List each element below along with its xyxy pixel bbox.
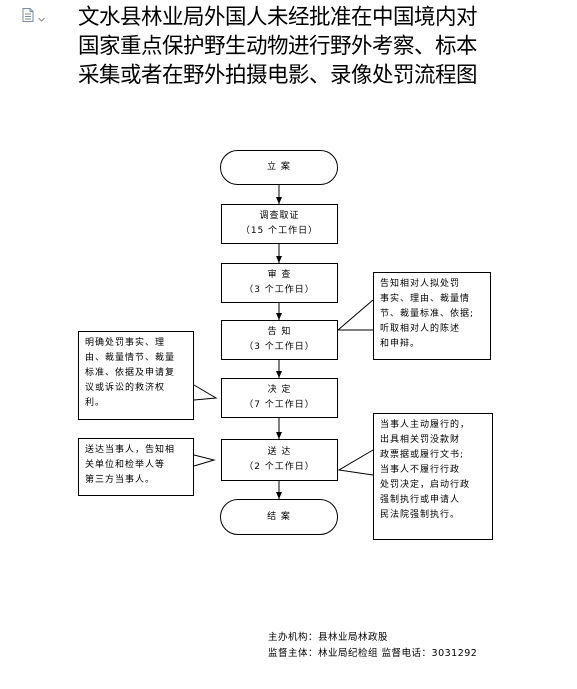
- note-line: 听取相对人的陈述: [380, 324, 461, 334]
- flow-end-label: 结 案: [267, 511, 291, 522]
- callout-notify-right: [336, 299, 374, 331]
- step-days: （15 个工作日）: [240, 226, 319, 236]
- note-line: 由、裁量情节、裁量: [85, 353, 176, 363]
- callout-deliver-left: [193, 454, 216, 467]
- flow-step-review: 审 查 （3 个工作日）: [221, 263, 338, 303]
- step-label: 调查取证: [259, 211, 300, 221]
- note-line: 处罚决定，启动行政: [380, 480, 471, 490]
- flow-step-notify: 告 知 （3 个工作日）: [221, 320, 338, 360]
- chevron-down-icon[interactable]: [38, 7, 45, 26]
- page-title: 文水县林业局外国人未经批准在中国境内对 国家重点保护野生动物进行野外考察、标本 …: [78, 3, 508, 90]
- title-line-2: 国家重点保护野生动物进行野外考察、标本: [78, 34, 478, 59]
- note-line: 出具相关罚没款财: [380, 435, 461, 445]
- note-line: 利。: [85, 398, 106, 408]
- note-line: 和申辩。: [380, 339, 421, 349]
- note-line: 明确处罚事实、理: [85, 338, 166, 348]
- footer-supervisor: 监督主体：林业局纪检组 监督电话：3031292: [268, 648, 478, 659]
- note-line: 关单位和检举人等: [85, 460, 166, 470]
- callout-decide-left: [193, 384, 218, 401]
- note-line: 议或诉讼的救济权: [85, 383, 166, 393]
- note-line: 送达当事人，告知相: [85, 445, 176, 455]
- note-line: 强制执行或申请人: [380, 495, 461, 505]
- note-line: 第三方当事人。: [85, 475, 156, 485]
- callout-execute-right: [337, 449, 374, 476]
- flow-step-deliver: 送 达 （2 个工作日）: [221, 439, 338, 481]
- note-deliver: 送达当事人，告知相 关单位和检举人等 第三方当事人。: [78, 438, 194, 496]
- document-toolbar[interactable]: [22, 7, 50, 26]
- note-line: 政票据或履行文书;: [380, 450, 465, 460]
- note-line: 告知相对人拟处罚: [380, 279, 461, 289]
- step-label: 送 达: [267, 447, 292, 457]
- step-days: （2 个工作日）: [244, 462, 315, 472]
- title-line-3: 采集或者在野外拍摄电影、录像处罚流程图: [78, 63, 478, 88]
- note-line: 事实、理由、裁量情: [380, 294, 471, 304]
- footer-organizer: 主办机构：县林业局林政股: [268, 632, 389, 643]
- flow-step-decide: 决 定 （7 个工作日）: [221, 378, 338, 418]
- step-days: （7 个工作日）: [244, 400, 315, 410]
- note-line: 节、裁量标准、依据;: [380, 309, 475, 319]
- note-execute: 当事人主动履行的， 出具相关罚没款财 政票据或履行文书; 当事人不履行行政 处罚…: [373, 413, 493, 540]
- step-days: （3 个工作日）: [244, 342, 315, 352]
- document-icon[interactable]: [22, 7, 34, 26]
- step-label: 决 定: [267, 385, 292, 395]
- note-line: 当事人主动履行的，: [380, 420, 471, 430]
- flow-start-label: 立 案: [267, 162, 291, 172]
- note-line: 标准、依据及申请复: [85, 368, 176, 378]
- note-notify: 告知相对人拟处罚 事实、理由、裁量情 节、裁量标准、依据; 听取相对人的陈述 和…: [373, 272, 491, 360]
- note-decide: 明确处罚事实、理 由、裁量情节、裁量 标准、依据及申请复 议或诉讼的救济权 利。: [78, 331, 194, 420]
- flow-step-investigate: 调查取证 （15 个工作日）: [221, 204, 338, 244]
- step-label: 告 知: [267, 327, 292, 337]
- step-days: （3 个工作日）: [244, 285, 315, 295]
- note-line: 当事人不履行行政: [380, 465, 461, 475]
- note-line: 民法院强制执行。: [380, 510, 461, 520]
- flow-start-oval: 立 案: [220, 150, 338, 185]
- step-label: 审 查: [267, 270, 292, 280]
- flow-end-oval: 结 案: [220, 499, 338, 535]
- title-line-1: 文水县林业局外国人未经批准在中国境内对: [78, 5, 478, 30]
